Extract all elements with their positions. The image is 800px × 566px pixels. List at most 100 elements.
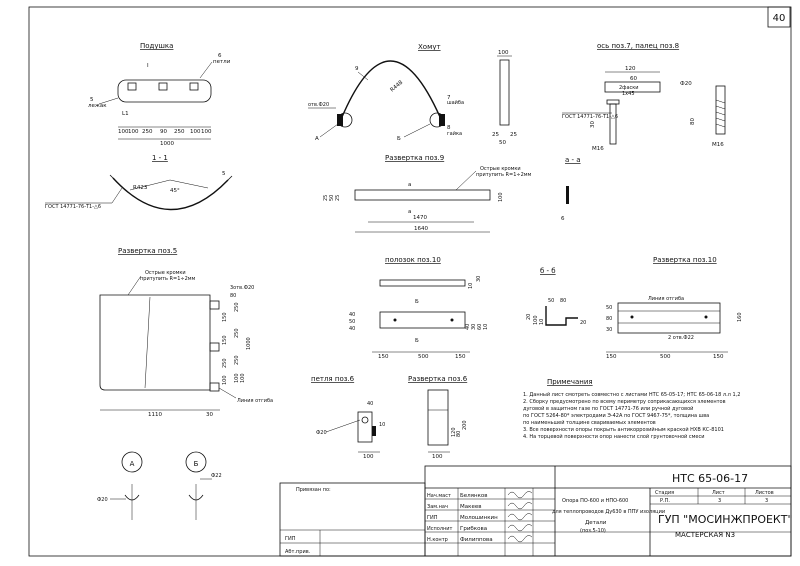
view-os-palets: ось поз.7, палец поз.8 120 60 2фаски 1х4… — [562, 42, 726, 152]
podushka-callout-5: 5 — [90, 97, 94, 103]
razv9-note-1: Острые кромки — [480, 166, 521, 172]
view-razv5: Развертка поз.5 Острые кромки притупить … — [99, 247, 273, 418]
homut-side-dim-1: 100 — [498, 50, 509, 56]
razv5-fold: Линия отгиба — [237, 398, 273, 404]
podushka-title: Подушка — [140, 42, 173, 50]
bb-dim-4: 100 — [533, 315, 539, 325]
homut-callout-8: 8 — [447, 125, 451, 131]
note-line-1: 1. Данный лист смотреть совместно с лист… — [523, 391, 740, 398]
signature-4 — [507, 524, 533, 532]
polozok-bottom-1: 150 — [378, 354, 389, 360]
polozok-left-dim-2: 50 — [349, 319, 355, 325]
podushka-dim-2: 100 — [128, 129, 139, 135]
stamp-name-2: Макеев — [460, 504, 481, 510]
stage-label: Стадия — [655, 490, 674, 496]
circle-b-label: Б — [194, 460, 199, 468]
petlya-phi: Ф20 — [316, 430, 327, 436]
view-bb: б - б 50 80 20 100 10 20 — [526, 267, 586, 326]
avt-label: Абт.прив. — [285, 549, 311, 555]
homut-callout-9: 9 — [355, 66, 359, 72]
polozok-right-dim-4: 10 — [483, 324, 489, 330]
org-department: МАСТЕРСКАЯ N3 — [675, 531, 735, 539]
os-m16b: М16 — [712, 142, 724, 148]
podushka-total: 1000 — [160, 141, 174, 147]
polozok-bottom-2: 500 — [418, 354, 429, 360]
privyazka-box — [279, 482, 426, 557]
palets-stem — [715, 85, 726, 135]
note-line-4: по ГОСТ 5264-80* электродами Э-42А по ГО… — [523, 413, 709, 419]
circle-a-label: А — [130, 460, 135, 468]
privyazan-label: Привязан по: — [296, 487, 331, 493]
view-razv9: Развертка поз.9 Острые кромки притупить … — [323, 154, 532, 233]
view-polozok: полозок поз.10 10 30 Б Б 40 50 40 40 30 … — [349, 256, 489, 360]
podushka-dim-5: 250 — [174, 129, 185, 135]
podushka-callout-6: 6 — [218, 53, 222, 59]
signature-3 — [507, 513, 533, 521]
note-line-5: по наименьшей толщине свариваемых элемен… — [523, 419, 656, 426]
section11-arc — [112, 177, 229, 211]
view-aa: a - a 6 — [561, 156, 581, 222]
circle-a-phi: Ф20 — [97, 497, 108, 503]
podushka-mark-l1: L1 — [122, 111, 129, 117]
note-line-3: дуговой в защитном газе по ГОСТ 14771-76… — [523, 405, 693, 412]
signature-5 — [507, 535, 533, 543]
razv9-strip — [354, 189, 491, 201]
razv5-right-dim-2: 250 — [234, 328, 240, 338]
homut-mark-a: А — [315, 136, 319, 142]
razv10-plate — [617, 302, 721, 334]
doc-code: НТС 65-06-17 — [672, 472, 748, 485]
bb-profile — [545, 306, 578, 326]
os-rod — [604, 81, 661, 93]
razv9-mark-a2: a — [408, 209, 411, 215]
podushka-body — [117, 79, 212, 103]
razv5-right-dim-1: 250 — [234, 302, 240, 312]
stamp-role-2: Зам.нач — [427, 504, 448, 510]
razv5-bottom2: 30 — [206, 412, 213, 418]
polozok-dim-top-2: 30 — [476, 276, 482, 282]
polozok-right-dim-2: 30 — [471, 324, 477, 330]
view-razv10: Развертка поз.10 Линия отгиба 2 отв.Ф22 … — [606, 256, 743, 360]
razv5-left-dim-1: 150 — [222, 312, 228, 322]
view-razv6: Развертка поз.6 200 120 80 100 — [408, 375, 468, 460]
podushka-dim-4: 90 — [160, 129, 167, 135]
homut-side-dim-2: 25 — [492, 132, 499, 138]
title-block: Привязан по: ГИП Абт.прив. НТС 65-06-17 … — [279, 465, 793, 557]
razv5-bottom: 1110 — [148, 412, 162, 418]
section11-callout: 5 — [222, 171, 226, 177]
petlya-dim-100: 100 — [363, 454, 374, 460]
petlya-dim-10: 10 — [379, 422, 385, 428]
bb-dim-3: 20 — [526, 314, 532, 320]
signature-2 — [507, 502, 533, 510]
sheets-label: Листов — [755, 490, 774, 496]
razv9-left-dim-3: 25 — [335, 195, 341, 201]
os-chamfer-sub: 1х45 — [622, 91, 635, 97]
razv10-bottom-2: 500 — [660, 354, 671, 360]
razv10-left-dim-1: 50 — [606, 305, 612, 311]
stamp-role-5: Н.контр — [427, 537, 448, 543]
razv5-note-1: Острые кромки — [145, 270, 186, 276]
page-number: 40 — [773, 13, 786, 24]
aa-title: a - a — [565, 156, 581, 164]
view-homut: Хомут 9 R448 отв.Ф20 А Б 7 шайба 8 гайка… — [308, 43, 517, 146]
bb-dim-6: 20 — [580, 320, 586, 326]
homut-title: Хомут — [418, 43, 441, 51]
note-line-7: 4. На торцевой поверхности опор нанести … — [523, 433, 704, 440]
razv5-dim-80: 80 — [230, 293, 236, 299]
razv9-dim-1470: 1470 — [413, 215, 427, 221]
os-dim-80: 80 — [690, 118, 696, 125]
section11-gost: ГОСТ 14771-76-Т1-△6 — [45, 204, 101, 210]
homut-callout-7: 7 — [447, 95, 451, 101]
razv6-bottom: 100 — [432, 454, 443, 460]
razv10-otv: 2 отв.Ф22 — [668, 335, 694, 341]
razv6-dim-3: 80 — [456, 431, 462, 437]
stamp-name-3: Молошинкин — [460, 515, 498, 521]
note-line-2: 2. Сборку предусмотрено по всему перимет… — [523, 399, 726, 405]
razv10-left-dim-2: 80 — [606, 316, 612, 322]
os-dim-120: 120 — [625, 66, 636, 72]
razv9-title: Развертка поз.9 — [385, 154, 444, 162]
polozok-left-dim-3: 40 — [349, 326, 355, 332]
stamp-desc-2: для теплопроводов Ду630 в ППУ изоляции — [552, 509, 665, 515]
section11-radius: R423 — [133, 185, 148, 191]
polozok-dim-top-1: 10 — [468, 283, 474, 289]
